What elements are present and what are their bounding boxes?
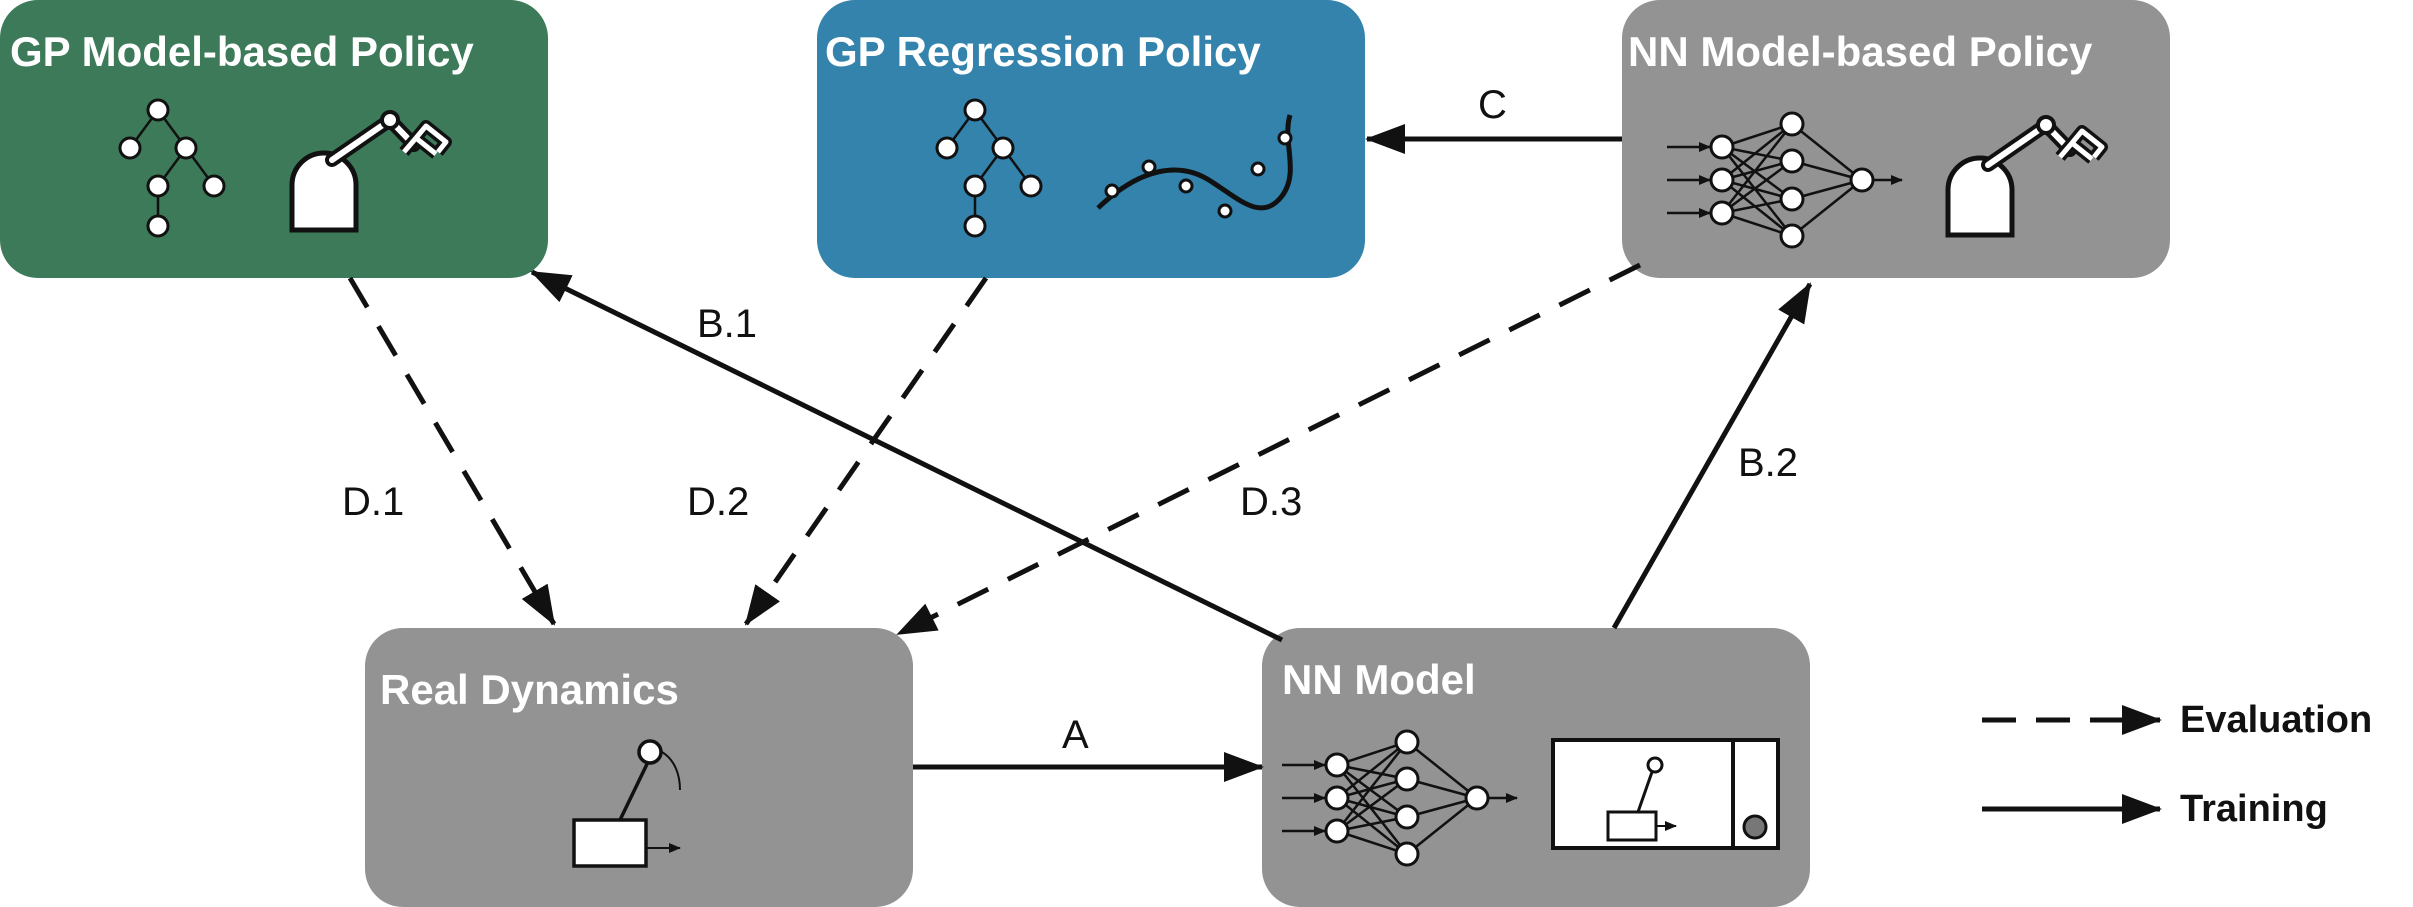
- legend-evaluation-label: Evaluation: [2180, 699, 2372, 741]
- edge-a-label: A: [1062, 713, 1089, 757]
- edge-b1: B.1: [530, 269, 1284, 643]
- edge-d2: D.2: [687, 276, 989, 626]
- legend-training-label: Training: [2180, 788, 2328, 830]
- edge-d2-label: D.2: [687, 480, 749, 524]
- gp-regression-policy-title: GP Regression Policy: [825, 28, 1261, 75]
- nn-model-box: NN Model: [1262, 628, 1810, 907]
- edge-b1-label: B.1: [697, 302, 757, 346]
- edge-d3: D.3: [896, 262, 1642, 637]
- edge-c: C: [1365, 83, 1622, 154]
- nn-model-title: NN Model: [1282, 656, 1476, 703]
- gp-regression-policy-box: GP Regression Policy: [817, 0, 1365, 278]
- gp-model-policy-box: GP Model-based Policy: [0, 0, 548, 278]
- edge-d3-label: D.3: [1240, 480, 1302, 524]
- regression-curve-icon: [1096, 114, 1293, 219]
- edge-d1: D.1: [342, 276, 557, 626]
- legend-training: Training: [1982, 788, 2328, 830]
- legend: Evaluation Training: [1982, 699, 2372, 830]
- legend-evaluation: Evaluation: [1982, 699, 2372, 741]
- edge-a: A: [913, 713, 1264, 782]
- computer-icon: [1551, 738, 1780, 850]
- real-dynamics-title: Real Dynamics: [380, 666, 679, 713]
- edge-d1-label: D.1: [342, 480, 404, 524]
- gp-model-policy-title: GP Model-based Policy: [10, 28, 474, 75]
- nn-model-policy-box: NN Model-based Policy: [1622, 0, 2170, 278]
- nn-model-policy-title: NN Model-based Policy: [1628, 28, 2093, 75]
- pendulum-cart-icon: [572, 739, 681, 868]
- real-dynamics-box: Real Dynamics: [365, 628, 913, 907]
- edge-c-label: C: [1478, 83, 1507, 127]
- edge-b2-label: B.2: [1738, 441, 1798, 485]
- edge-b2: B.2: [1611, 282, 1813, 630]
